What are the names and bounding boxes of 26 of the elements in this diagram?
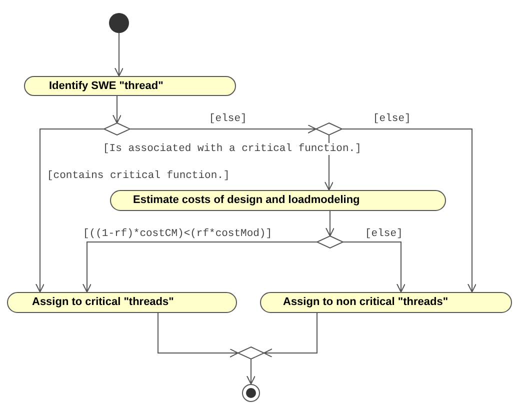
decision-diamond	[316, 123, 342, 135]
edge-label: [else]	[372, 113, 412, 125]
start-node	[109, 13, 129, 33]
arrow	[82, 242, 318, 292]
arrow	[264, 312, 318, 358]
arrow	[342, 242, 406, 292]
edge-label: [contains critical function.]	[46, 170, 231, 182]
decision-diamond	[104, 123, 130, 135]
arrow	[342, 128, 476, 292]
decision-diamond	[317, 236, 343, 248]
arrow	[130, 124, 316, 134]
action-box: Estimate costs of design and loadmodeling	[110, 190, 446, 211]
edge-label: [else]	[364, 228, 404, 240]
arrow	[246, 358, 256, 384]
action-box: Assign to critical "threads"	[7, 292, 237, 313]
arrow	[326, 210, 334, 236]
arrow	[158, 312, 238, 358]
edge-label: [else]	[208, 113, 248, 125]
decision-diamond	[238, 347, 264, 359]
end-node	[242, 384, 260, 402]
arrow	[36, 128, 104, 292]
edge-label: [Is associated with a critical function.]	[102, 143, 362, 155]
arrow	[114, 32, 124, 76]
action-box: Assign to non critical "threads"	[260, 292, 512, 313]
action-box: Identify SWE "thread"	[24, 76, 236, 96]
arrow	[112, 96, 122, 124]
